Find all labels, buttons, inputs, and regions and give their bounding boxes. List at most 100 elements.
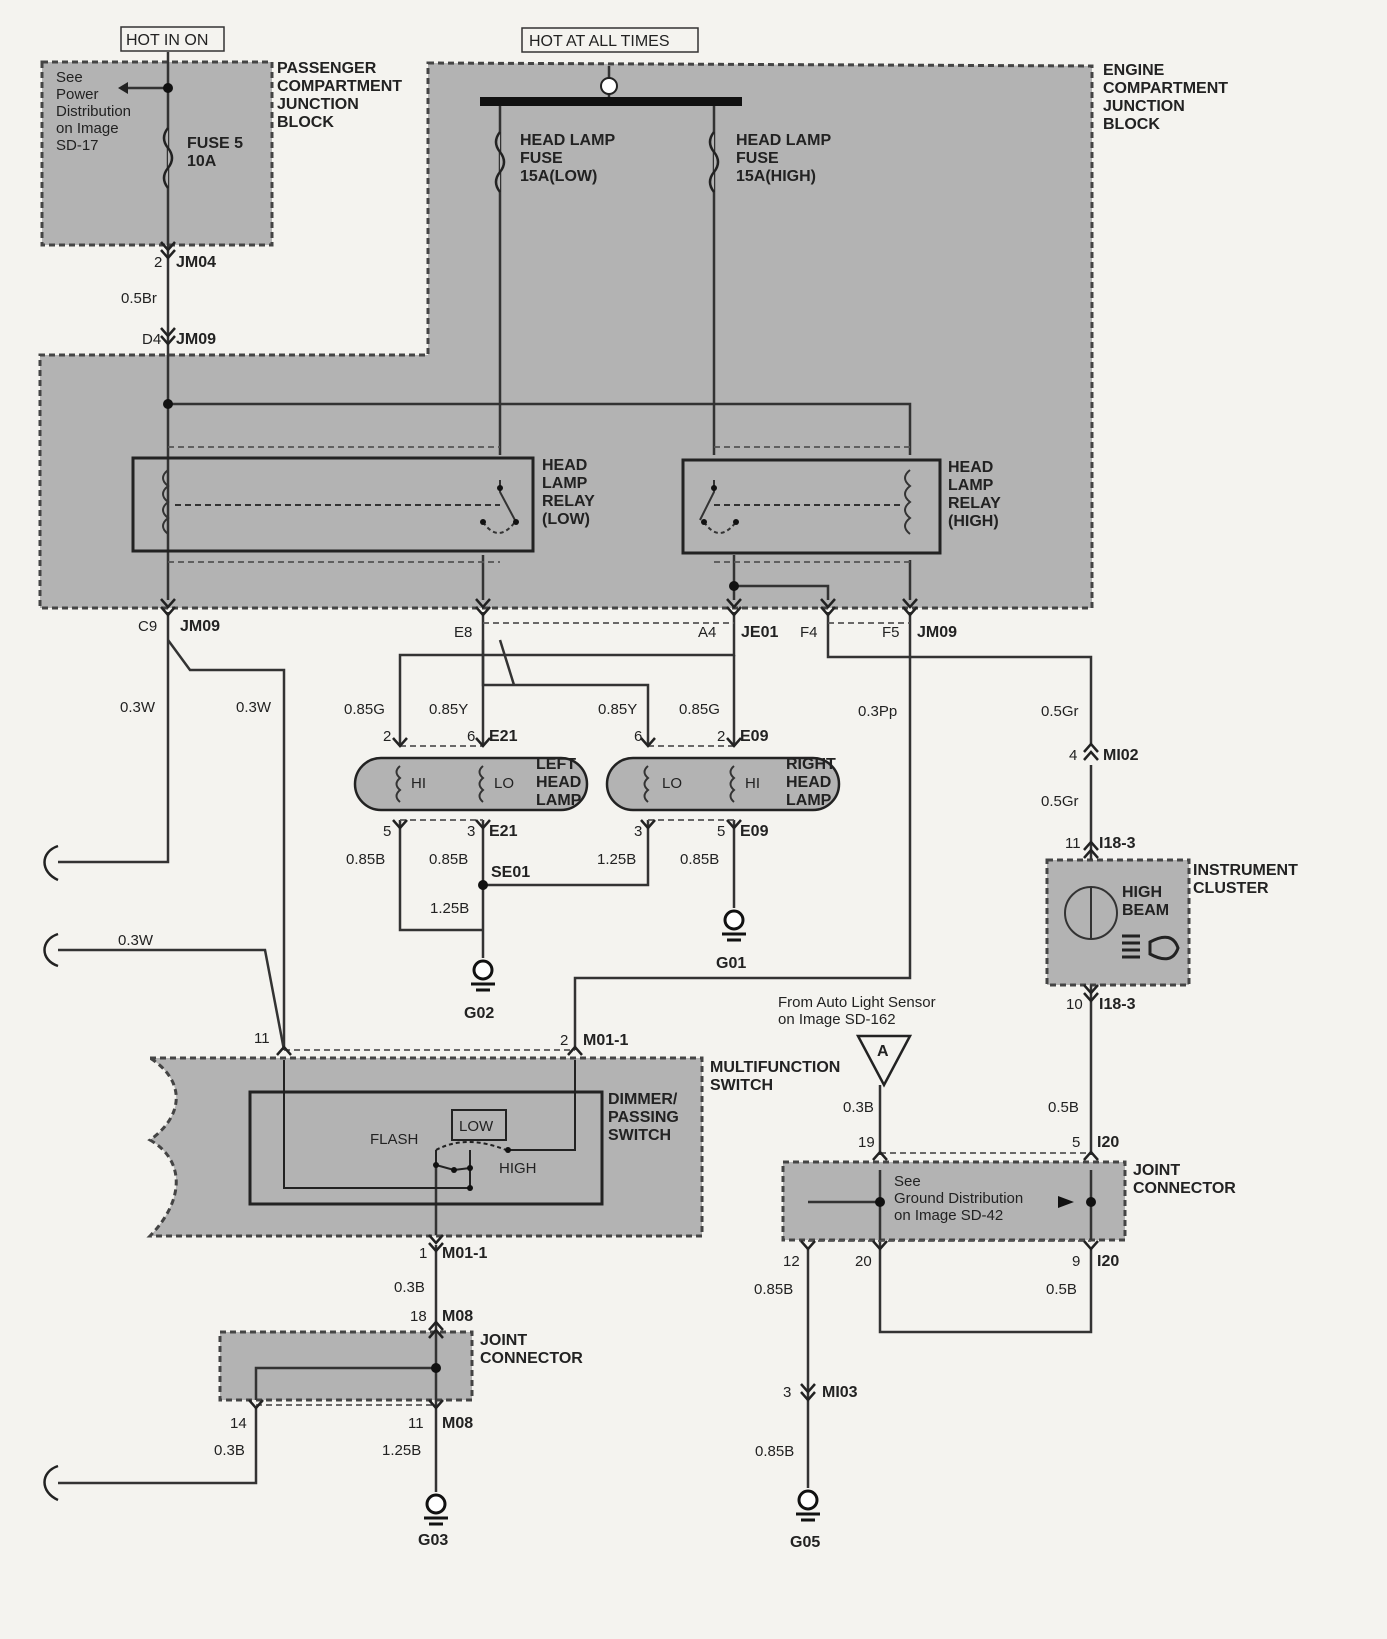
label-wires-w05b: 0.5B	[1046, 1281, 1077, 1298]
label-wires-w05gr: 0.5Gr	[1041, 703, 1079, 720]
label-wires-w05gr: 0.5Gr	[1041, 793, 1079, 810]
head-lamp-relay-low-box	[131, 456, 535, 553]
label-wires-w03w: 0.3W	[118, 932, 154, 949]
label-pins-p2: 2	[560, 1032, 568, 1049]
connector-chevrons	[160, 241, 1099, 1410]
joint-connector-m08-block	[218, 1330, 474, 1402]
label-pins-p3: 3	[634, 823, 642, 840]
dimmer-passing-switch-box	[248, 1090, 604, 1206]
label-grounds-g03: G03	[418, 1532, 448, 1549]
passenger-junction-block	[40, 60, 274, 247]
label-wires-w085y: 0.85Y	[429, 701, 468, 718]
label-wires-w05b: 0.5B	[1048, 1099, 1079, 1116]
label-pins-p6: 6	[634, 728, 642, 745]
label-wires-w085g: 0.85G	[679, 701, 720, 718]
label-connectors-mi03: MI03	[822, 1384, 858, 1401]
label-connectors-se01: SE01	[491, 864, 530, 881]
label-connectors-i18_3: I18-3	[1099, 996, 1136, 1013]
label-grounds-g01: G01	[716, 955, 746, 972]
label-pins-p19: 19	[858, 1134, 875, 1151]
label-connectors-e21: E21	[489, 728, 518, 745]
label-wires-w085g: 0.85G	[344, 701, 385, 718]
label-connectors-m08: M08	[442, 1308, 473, 1325]
relay-coils	[162, 469, 912, 535]
label-pins-p11: 11	[408, 1415, 424, 1432]
label-pins-p3: 3	[467, 823, 475, 840]
label-wires-w03b: 0.3B	[394, 1279, 425, 1296]
label-pins-p5: 5	[1072, 1134, 1080, 1151]
hot-at-all-times-label: HOT AT ALL TIMES	[529, 33, 670, 50]
label-pins-p4: 4	[1069, 747, 1077, 764]
label-wires-w03w: 0.3W	[120, 699, 156, 716]
label-connectors-i20: I20	[1097, 1134, 1119, 1151]
wires	[58, 52, 1093, 1492]
label-lamps-hi: HI	[745, 775, 760, 792]
label-wires-w03b: 0.3B	[843, 1099, 874, 1116]
right-head-lamp-body	[605, 756, 841, 812]
label-pins-p5: 5	[717, 823, 725, 840]
label-pins-p6: 6	[467, 728, 475, 745]
label-connectors-i18_3: I18-3	[1099, 835, 1136, 852]
label-connectors-e09: E09	[740, 728, 769, 745]
label-wires-w085b: 0.85B	[429, 851, 468, 868]
label-switch-high: HIGH	[499, 1160, 537, 1177]
label-connectors-jm04: JM04	[176, 254, 216, 271]
label-wires-w085b: 0.85B	[680, 851, 719, 868]
label-connectors-i20: I20	[1097, 1253, 1119, 1270]
label-connectors-m08: M08	[442, 1415, 473, 1432]
label-lamps-hi: HI	[411, 775, 426, 792]
label-pins-p9: 9	[1072, 1253, 1080, 1270]
label-connectors-e09: E09	[740, 823, 769, 840]
label-wires-w05br: 0.5Br	[121, 290, 157, 307]
low-position-box	[451, 1109, 507, 1141]
label-pins-p14: 14	[230, 1415, 247, 1432]
bus-terminal	[600, 77, 618, 95]
label-pins-p3: 3	[783, 1384, 791, 1401]
label-pins-p2: 2	[383, 728, 391, 745]
label-lamps-lo: LO	[494, 775, 514, 792]
label-pins-f5: F5	[882, 624, 900, 641]
label-lamps-lo: LO	[662, 775, 682, 792]
label-pins-p18: 18	[410, 1308, 427, 1325]
label-wires-w085b: 0.85B	[346, 851, 385, 868]
label-pins-c9: C9	[138, 618, 157, 635]
label-wires-w03w: 0.3W	[236, 699, 272, 716]
label-connectors-m01_1: M01-1	[442, 1245, 487, 1262]
hot-at-all-times-box	[521, 27, 699, 53]
label-wires-w03pp: 0.3Pp	[858, 703, 897, 720]
left-head-lamp-body	[353, 756, 589, 812]
label-grounds-g02: G02	[464, 1005, 494, 1022]
label-switch-low: LOW	[459, 1118, 494, 1135]
label-pins-d4: D4	[142, 331, 161, 348]
wire-break-symbols	[43, 844, 59, 1502]
auto-light-ref-letter: A	[877, 1043, 889, 1060]
label-pins-p1: 1	[419, 1245, 427, 1262]
label-pins-e8: E8	[454, 624, 472, 641]
label-pins-a4: A4	[698, 624, 716, 641]
head-lamp-relay-high-box	[681, 458, 942, 555]
label-wires-w03b: 0.3B	[214, 1442, 245, 1459]
label-pins-p2: 2	[717, 728, 725, 745]
fuse-symbols	[162, 127, 720, 193]
ground-symbols	[424, 909, 820, 1526]
multifunction-switch-block	[144, 1056, 704, 1238]
junction-dots	[163, 83, 1096, 1373]
hot-in-on-box	[120, 26, 225, 52]
